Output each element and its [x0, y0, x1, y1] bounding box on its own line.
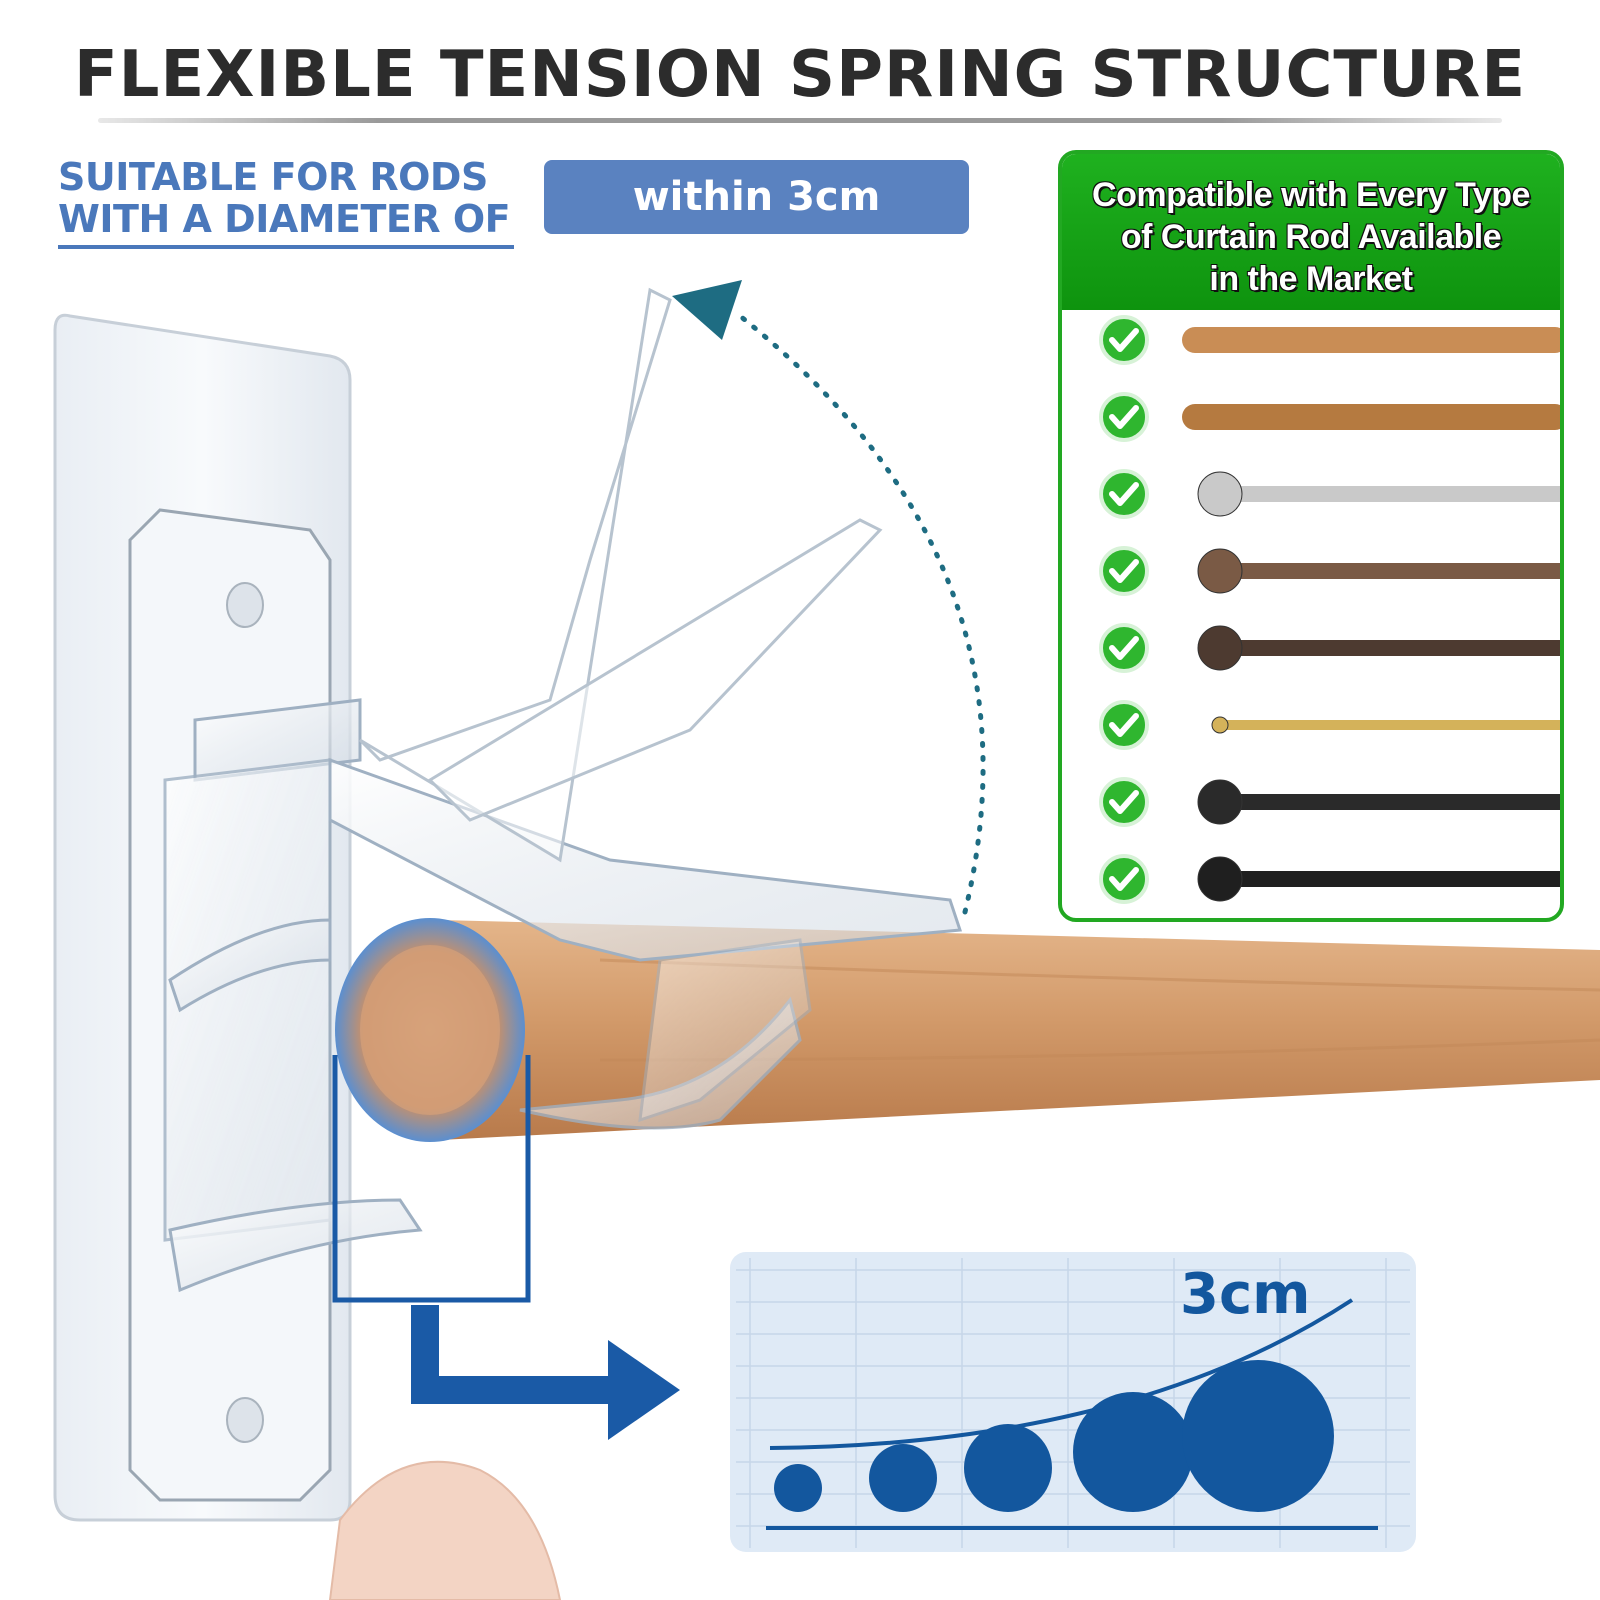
check-icon	[1099, 546, 1149, 596]
size-circle	[1073, 1392, 1193, 1512]
size-circle	[774, 1464, 822, 1512]
suitable-line-2: WITH A DIAMETER OF	[58, 197, 511, 241]
clear-clip	[163, 698, 963, 1293]
rod-black-urn	[1197, 856, 1560, 902]
rod-wood-plain	[1182, 327, 1560, 353]
check-icon	[1099, 777, 1149, 827]
compatibility-panel: Compatible with Every Type of Curtain Ro…	[1058, 150, 1564, 922]
rod-list	[1099, 315, 1560, 904]
detail-callout	[332, 1055, 680, 1440]
suitable-text: SUITABLE FOR RODS WITH A DIAMETER OF	[58, 156, 518, 240]
check-icon	[1099, 469, 1149, 519]
rod-row	[1099, 854, 1560, 904]
lever-ghost-positions	[358, 287, 883, 863]
rod-dark-bronze-ornate	[1197, 625, 1560, 671]
suitable-underline	[58, 245, 514, 249]
check-icon	[1099, 392, 1149, 442]
size-circle	[1182, 1360, 1334, 1512]
rod-black-mesh-ball	[1197, 779, 1560, 825]
rod-row	[1099, 315, 1560, 365]
title-divider	[98, 118, 1502, 123]
check-icon	[1099, 623, 1149, 673]
suitable-line-1: SUITABLE FOR RODS	[58, 155, 488, 199]
compat-line-3: in the Market	[1209, 260, 1413, 298]
rod-row	[1099, 623, 1560, 673]
diameter-badge: within 3cm	[544, 160, 969, 234]
rod-silver-finial	[1197, 471, 1560, 517]
rotation-arrow	[672, 280, 986, 915]
rod-row	[1099, 392, 1560, 442]
size-circle	[869, 1444, 937, 1512]
rod-gold-bracket	[1211, 716, 1560, 734]
compatibility-title: Compatible with Every Type of Curtain Ro…	[1062, 154, 1560, 310]
compat-line-1: Compatible with Every Type	[1092, 176, 1530, 214]
size-label-3cm: 3cm	[1180, 1262, 1311, 1327]
finger	[328, 1460, 562, 1600]
rod-bronze-ball	[1197, 548, 1560, 594]
size-circle	[964, 1424, 1052, 1512]
check-icon	[1099, 315, 1149, 365]
rod-row	[1099, 546, 1560, 596]
rod-row	[1099, 777, 1560, 827]
rod-wood-bamboo	[1182, 404, 1560, 430]
rod-row	[1099, 469, 1560, 519]
check-icon	[1099, 700, 1149, 750]
rod-row	[1099, 700, 1560, 750]
page-title: FLEXIBLE TENSION SPRING STRUCTURE	[73, 38, 1527, 112]
compat-line-2: of Curtain Rod Available	[1120, 218, 1502, 256]
size-circles	[774, 1360, 1334, 1512]
check-icon	[1099, 854, 1149, 904]
